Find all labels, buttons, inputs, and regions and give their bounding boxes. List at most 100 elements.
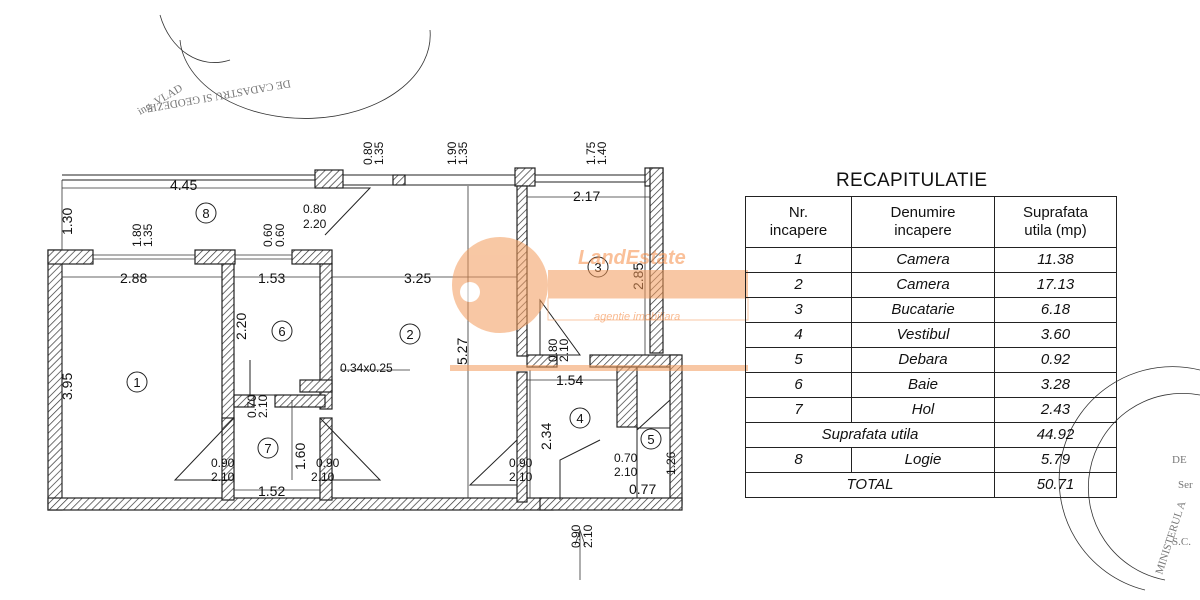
useful-area-value: 44.92: [994, 422, 1117, 448]
table-row: 6 Baie 3.28: [745, 372, 1117, 398]
cell-name: Camera: [851, 272, 995, 298]
dim-label: 0.60: [273, 223, 287, 247]
dim-label: 0.80: [546, 338, 560, 362]
wall-bottom: [47, 497, 554, 511]
cell-area: 3.60: [994, 322, 1117, 348]
cell-area: 6.18: [994, 297, 1117, 323]
stamp-top-left: ing. VLAD DE CADASTRU SI GEODEZIE: [136, 14, 431, 119]
cell-name: Hol: [851, 397, 995, 423]
table-row: 8 Logie 5.79: [745, 447, 1117, 473]
room-marker-8: [195, 202, 217, 224]
cell-area: 17.13: [994, 272, 1117, 298]
table-row: 5 Debara 0.92: [745, 347, 1117, 373]
room-number-1: 1: [133, 375, 140, 390]
dim-label: 1.35: [372, 141, 386, 165]
room-marker-6: [271, 320, 293, 342]
dim-label: 0.70: [245, 394, 259, 418]
windows: [93, 254, 292, 260]
cell-nr: 5: [745, 347, 852, 373]
dim-label: 0.77: [629, 481, 656, 497]
dim-label: 1.90: [445, 141, 459, 165]
cell-area: 2.43: [994, 397, 1117, 423]
dim-label: 2.10: [256, 394, 270, 418]
dim-label: 2.10: [311, 470, 335, 484]
dim-label: 2.88: [120, 270, 147, 286]
dim-label: 2.17: [573, 188, 600, 204]
total-row: TOTAL 50.71: [745, 472, 1117, 498]
room-number-3: 3: [594, 260, 601, 275]
cell-nr: 7: [745, 397, 852, 423]
table-row: 2 Camera 17.13: [745, 272, 1117, 298]
dim-label: 1.35: [141, 223, 155, 247]
walls: [47, 167, 683, 511]
dim-label: 0.90: [316, 456, 340, 470]
watermark-title: LandEstate: [578, 247, 686, 269]
room-markers: 1 2 3 4 5 6 7 8: [126, 202, 662, 459]
dim-label: 3.95: [59, 373, 75, 400]
cell-nr: 3: [745, 297, 852, 323]
cell-name: Camera: [851, 247, 995, 273]
stamp-right-2: DE: [1172, 454, 1187, 466]
dim-label: 1.54: [556, 372, 583, 388]
dim-label: 3.25: [404, 270, 431, 286]
dim-label: 1.30: [59, 208, 75, 235]
wall-right-r3: [649, 167, 664, 354]
room-number-8: 8: [202, 206, 209, 221]
total-value: 50.71: [994, 472, 1117, 498]
room-number-5: 5: [647, 432, 654, 447]
wall-top-mid2: [291, 249, 333, 265]
room-marker-4: [569, 407, 591, 429]
dim-label: 0.90: [569, 524, 583, 548]
dim-label: 2.34: [538, 423, 554, 450]
dim-label: 0.70: [614, 451, 638, 465]
room-marker-2: [399, 323, 421, 345]
dim-label: 0.90: [509, 456, 533, 470]
cell-name: Logie: [851, 447, 995, 473]
dim-label: 0.60: [261, 223, 275, 247]
cell-area: 3.28: [994, 372, 1117, 398]
wall-top-left: [47, 249, 94, 265]
wall-top-r2a: [314, 169, 344, 189]
cell-name: Vestibul: [851, 322, 995, 348]
useful-area-label: Suprafata utila: [745, 422, 995, 448]
recap-header-row: Nr. incapere Denumire incapere Suprafata…: [745, 196, 1117, 248]
doors: [173, 187, 671, 500]
dim-label: 0.80: [361, 141, 375, 165]
dim-label: 1.75: [584, 141, 598, 165]
room-marker-1: [126, 371, 148, 393]
dim-label: 1.60: [292, 443, 308, 470]
dim-label: 2.10: [557, 338, 571, 362]
cell-area: 11.38: [994, 247, 1117, 273]
table-row: 4 Vestibul 3.60: [745, 322, 1117, 348]
cell-nr: 2: [745, 272, 852, 298]
dim-label: 1.35: [456, 141, 470, 165]
dim-label: 0.34x0.25: [340, 361, 393, 375]
recap-table: Nr. incapere Denumire incapere Suprafata…: [745, 196, 1117, 498]
dim-label: 5.27: [454, 338, 470, 365]
dim-label: 0.90: [211, 456, 235, 470]
dim-label: 4.45: [170, 177, 197, 193]
dim-label: 1.80: [130, 223, 144, 247]
watermark-subtitle: agentie imobiliara: [594, 311, 681, 323]
room-number-6: 6: [278, 324, 285, 339]
room-number-2: 2: [406, 327, 413, 342]
watermark-logo: [450, 237, 749, 371]
total-label: TOTAL: [745, 472, 995, 498]
header-nr: Nr. incapere: [745, 196, 852, 248]
stamp-right-4: S.C.: [1172, 536, 1191, 548]
cell-area: 0.92: [994, 347, 1117, 373]
header-area: Suprafata utila (mp): [994, 196, 1117, 248]
recap-title: RECAPITULATIE: [836, 170, 988, 191]
dim-label: 2.10: [211, 470, 235, 484]
table-row: 1 Camera 11.38: [745, 247, 1117, 273]
room-number-7: 7: [264, 441, 271, 456]
cell-nr: 6: [745, 372, 852, 398]
room-marker-7: [257, 437, 279, 459]
cell-nr: 4: [745, 322, 852, 348]
dimension-labels: 4.45 1.30 2.88 1.53 3.25 2.17 3.95 2.20 …: [59, 141, 678, 548]
cell-nr: 1: [745, 247, 852, 273]
cell-name: Bucatarie: [851, 297, 995, 323]
dim-label: 1.40: [595, 141, 609, 165]
cell-nr: 8: [745, 447, 852, 473]
